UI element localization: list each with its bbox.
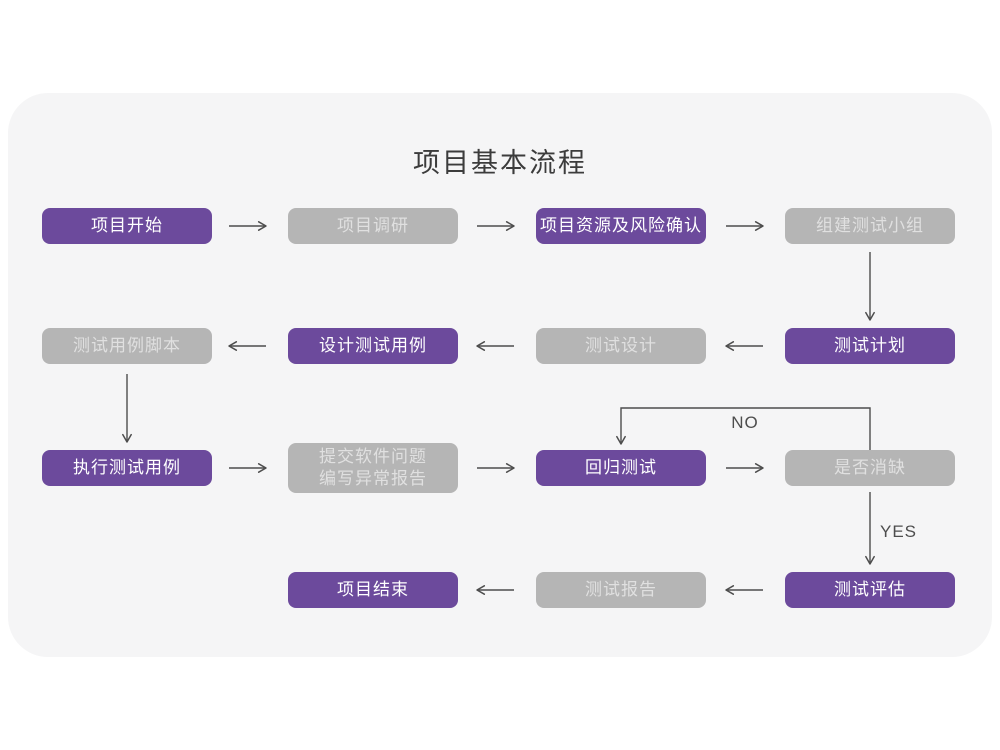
node-project-research: 项目调研 (288, 208, 458, 244)
node-test-design: 测试设计 (536, 328, 706, 364)
node-submit-issues: 提交软件问题 编写异常报告 (288, 443, 458, 493)
node-build-test-team: 组建测试小组 (785, 208, 955, 244)
node-test-report: 测试报告 (536, 572, 706, 608)
page-title: 项目基本流程 (413, 148, 587, 178)
flow-arrows (122, 221, 875, 595)
node-defect-cleared: 是否消缺 (785, 450, 955, 486)
node-run-test-cases: 执行测试用例 (42, 450, 212, 486)
node-design-test-cases: 设计测试用例 (288, 328, 458, 364)
arrow-no-loop (616, 407, 871, 450)
node-project-end: 项目结束 (288, 572, 458, 608)
flowchart-card: 项目基本流程 项目开始 项目调研 项目资源及风险 (8, 93, 992, 657)
branch-label-yes: YES (880, 522, 918, 541)
node-resource-risk: 项目资源及风险确认 (536, 208, 706, 244)
node-test-evaluation: 测试评估 (785, 572, 955, 608)
flowchart-canvas: 项目开始 项目调研 项目资源及风险确认 组建测试小组 测试计划 测试设计 设计测… (8, 93, 992, 657)
node-test-case-script: 测试用例脚本 (42, 328, 212, 364)
branch-label-no: NO (731, 413, 759, 432)
node-test-plan: 测试计划 (785, 328, 955, 364)
node-regression-test: 回归测试 (536, 450, 706, 486)
node-project-start: 项目开始 (42, 208, 212, 244)
